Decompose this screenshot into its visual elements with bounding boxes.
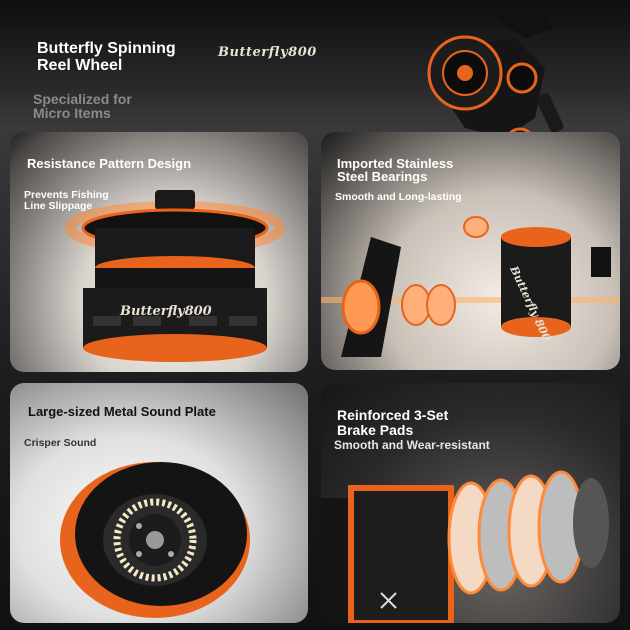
panel-subtitle: Crisper Sound	[24, 437, 97, 449]
panel-subtitle: Smooth and Wear-resistant	[334, 438, 490, 452]
sound-plate-icon	[60, 462, 250, 618]
header-title: Butterfly Spinning Reel Wheel	[37, 40, 176, 74]
spool-logo: Butterfly800	[120, 304, 212, 319]
panel-subtitle: Smooth and Long-lasting	[335, 191, 462, 203]
panel-subtitle: Prevents Fishing Line Slippage	[24, 189, 109, 212]
panel-title: Reinforced 3-Set Brake Pads	[337, 407, 449, 438]
header-subtitle: Specialized for Micro Items	[33, 91, 132, 121]
panel-resistance-pattern: Resistance Pattern Design Prevents Fishi…	[10, 132, 308, 372]
panel-title: Imported Stainless Steel Bearings	[337, 156, 454, 184]
brake-pad-icon	[321, 470, 609, 623]
panel-title: Large-sized Metal Sound Plate	[28, 404, 216, 419]
panel-sound-plate: Large-sized Metal Sound Plate Crisper So…	[10, 383, 308, 623]
panel-brake-pads: Reinforced 3-Set Brake Pads Smooth and W…	[321, 383, 620, 623]
bearing-icon	[321, 216, 620, 357]
spool-icon	[65, 190, 285, 362]
panel-title: Resistance Pattern Design	[27, 156, 192, 171]
reel-icon	[427, 8, 564, 158]
header-script-logo: Butterfly800	[218, 45, 317, 60]
panel-stainless-bearings: Imported Stainless Steel Bearings Smooth…	[321, 132, 620, 370]
